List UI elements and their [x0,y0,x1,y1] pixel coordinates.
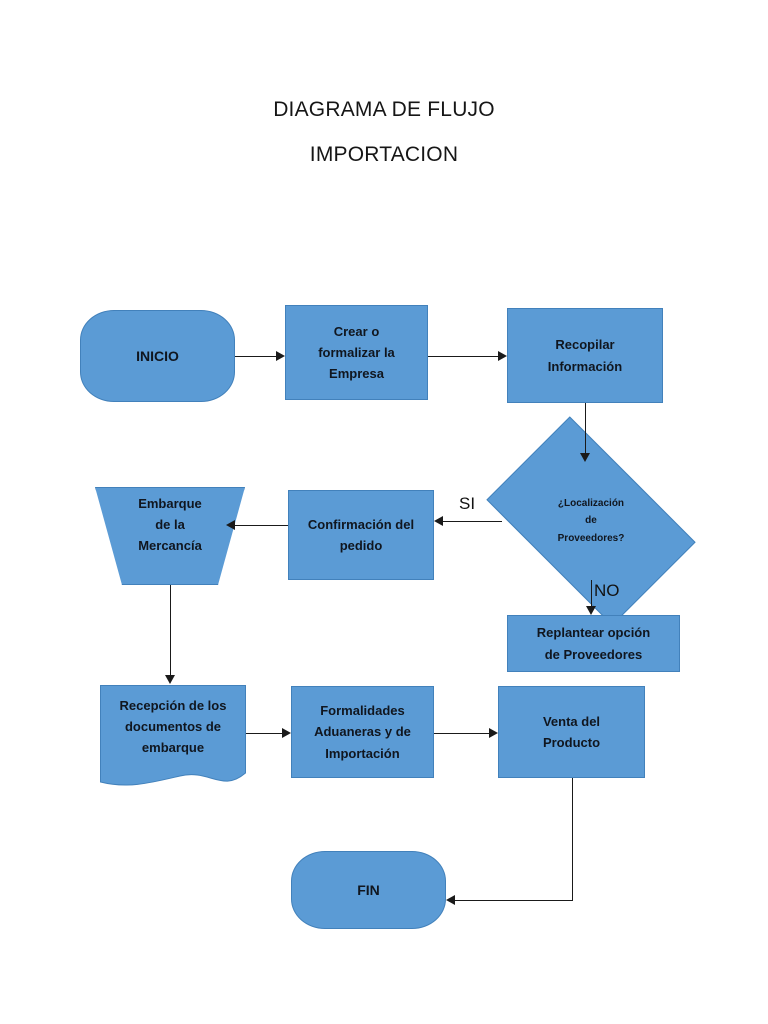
edge-recepcion-to-formalidades [246,733,282,734]
edge-decision-to-replantear [591,580,592,606]
node-recopilar-informacion[interactable]: Recopilar Información [507,308,663,403]
node-venta-producto[interactable]: Venta del Producto [498,686,645,778]
node-recopilar-informacion-label: Recopilar Información [547,337,623,374]
edge-label-no: NO [594,581,620,600]
node-inicio-label: INICIO [136,347,179,364]
document-shape [100,685,246,786]
edge-crear-to-recopilar [428,356,498,357]
edge-inicio-to-crear [235,356,276,357]
edge-venta-to-fin-vertical [572,778,573,901]
node-confirmacion-pedido[interactable]: Confirmación del pedido [288,490,434,580]
edge-confirmacion-to-embarque [235,525,288,526]
node-formalidades-aduaneras-label: Formalidades Aduaneras y de Importación [314,703,411,761]
edge-embarque-to-recepcion [170,585,171,675]
node-replantear-proveedores-label: Replantear opción de Proveedores [536,625,651,662]
node-crear-empresa-label: Crear o formalizar la Empresa [318,323,395,382]
edge-embarque-to-recepcion-arrowhead [165,675,175,684]
edge-decision-to-confirmacion [443,521,502,522]
node-formalidades-aduaneras[interactable]: Formalidades Aduaneras y de Importación [291,686,434,778]
node-confirmacion-pedido-label: Confirmación del pedido [307,516,415,553]
edge-venta-to-fin-arrowhead [446,895,455,905]
edge-label-si: SI [459,494,476,513]
edge-recopilar-to-decision [585,403,586,453]
edge-formalidades-to-venta [434,733,489,734]
page-title-line-1: DIAGRAMA DE FLUJO [273,98,495,121]
edge-recopilar-to-decision-arrowhead [580,453,590,462]
edge-crear-to-recopilar-arrowhead [498,351,507,361]
edge-decision-to-replantear-arrowhead [586,606,596,615]
edge-venta-to-fin-horizontal [455,900,573,901]
node-inicio[interactable]: INICIO [80,310,235,402]
edge-inicio-to-crear-arrowhead [276,351,285,361]
node-embarque-mercancia[interactable]: Embarque de la Mercancía [95,487,245,585]
trapezoid-shape [95,487,245,585]
edge-decision-to-confirmacion-arrowhead [434,516,443,526]
node-fin[interactable]: FIN [291,851,446,929]
node-venta-producto-label: Venta del Producto [542,713,601,750]
node-recepcion-documentos[interactable]: Recepción de los documentos de embarque [100,685,246,790]
node-fin-label: FIN [357,881,380,898]
page-title-line-2: IMPORTACION [309,143,459,166]
edge-confirmacion-to-embarque-arrowhead [226,520,235,530]
node-replantear-proveedores[interactable]: Replantear opción de Proveedores [507,615,680,672]
edge-recepcion-to-formalidades-arrowhead [282,728,291,738]
node-crear-empresa[interactable]: Crear o formalizar la Empresa [285,305,428,400]
node-decision-localizacion-proveedores[interactable]: ¿Localización de Proveedores? [486,416,696,626]
edge-formalidades-to-venta-arrowhead [489,728,498,738]
